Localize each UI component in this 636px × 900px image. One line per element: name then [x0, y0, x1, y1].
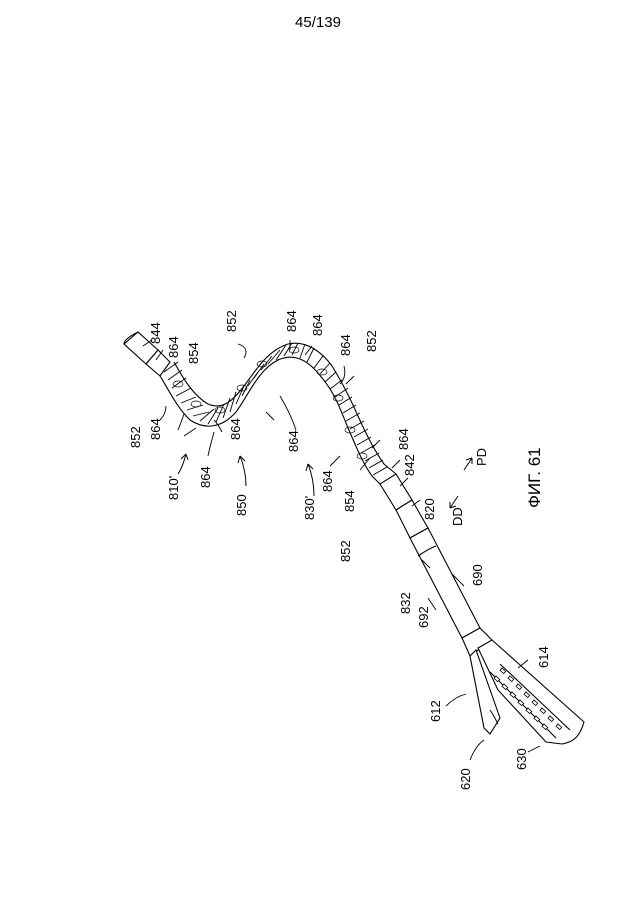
label-630: 630	[514, 748, 529, 770]
label-854: 854	[342, 490, 357, 512]
figure-caption: ФИГ. 61	[525, 447, 544, 508]
label-620: 620	[458, 768, 473, 790]
label-820: 820	[422, 498, 437, 520]
label-864: 864	[338, 334, 353, 356]
label-864: 864	[320, 470, 335, 492]
label-852: 852	[128, 426, 143, 448]
direction-label-pd: PD	[474, 448, 489, 466]
label-810-prime: 810'	[166, 476, 181, 500]
label-850: 850	[234, 494, 249, 516]
label-842: 842	[402, 454, 417, 476]
label-864: 864	[396, 428, 411, 450]
label-690: 690	[470, 564, 485, 586]
label-864: 864	[198, 466, 213, 488]
label-614: 614	[536, 646, 551, 668]
label-864: 864	[310, 314, 325, 336]
label-612: 612	[428, 700, 443, 722]
label-692: 692	[416, 606, 431, 628]
instrument-drawing	[124, 332, 584, 744]
label-852: 852	[364, 330, 379, 352]
label-864: 864	[284, 310, 299, 332]
label-844: 844	[148, 322, 163, 344]
label-864: 864	[148, 418, 163, 440]
label-864: 864	[228, 418, 243, 440]
label-830-prime: 830'	[302, 496, 317, 520]
direction-label-dd: DD	[450, 507, 465, 526]
label-854: 854	[186, 342, 201, 364]
label-852: 852	[338, 540, 353, 562]
label-864: 864	[286, 430, 301, 452]
label-852: 852	[224, 310, 239, 332]
label-864: 864	[166, 336, 181, 358]
label-832: 832	[398, 592, 413, 614]
